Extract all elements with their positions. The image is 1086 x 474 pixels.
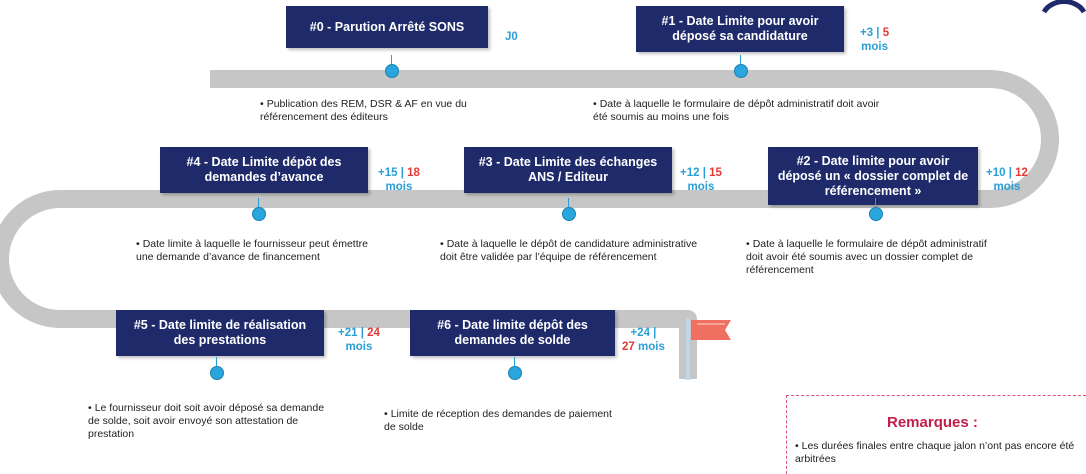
milestone-1-note: •Date à laquelle le formulaire de dépôt … [593, 98, 880, 123]
milestone-3-note: •Date à laquelle le dépôt de candidature… [440, 238, 698, 263]
milestone-1-box: #1 - Date Limite pour avoir déposé sa ca… [636, 6, 844, 52]
milestone-3-title: #3 - Date Limite des échanges ANS / Edit… [478, 155, 658, 184]
milestone-1-title: #1 - Date Limite pour avoir déposé sa ca… [661, 14, 819, 43]
remarks-text: • Les durées finales entre chaque jalon … [795, 440, 1075, 465]
milestone-4-duration: +15 | 18 mois [378, 167, 420, 193]
milestone-5-note: •Le fournisseur doit soit avoir déposé s… [88, 402, 325, 440]
milestone-3-box: #3 - Date Limite des échanges ANS / Edit… [464, 147, 672, 193]
milestone-0-marker [385, 55, 399, 78]
milestone-2-duration: +10 | 12 mois [986, 167, 1028, 193]
milestone-6-duration: +24 | 27 mois [622, 327, 665, 353]
milestone-5-duration: +21 | 24 mois [338, 327, 380, 353]
milestone-1-duration: +3 | 5 mois [860, 27, 890, 53]
milestone-3-duration: +12 | 15 mois [680, 167, 722, 193]
milestone-2-title: #2 - Date limite pour avoir déposé un « … [777, 153, 969, 198]
milestone-4-note: •Date limite à laquelle le fournisseur p… [136, 238, 368, 263]
milestone-6-note: •Limite de réception des demandes de pai… [384, 408, 612, 433]
milestone-0-note: •Publication des REM, DSR & AF en vue du… [260, 98, 467, 123]
milestone-5-title: #5 - Date limite de réalisation des pres… [133, 318, 307, 347]
milestone-2-marker [869, 198, 883, 221]
flag-icon [691, 320, 731, 340]
milestone-2-box: #2 - Date limite pour avoir déposé un « … [768, 147, 978, 205]
remarks-panel: Remarques : • Les durées finales entre c… [786, 395, 1086, 474]
milestone-1-marker [734, 55, 748, 78]
milestone-0-title: #0 - Parution Arrêté SONS [309, 19, 465, 34]
milestone-6-title: #6 - Date limite dépôt des demandes de s… [437, 318, 588, 347]
milestone-5-box: #5 - Date limite de réalisation des pres… [116, 310, 324, 356]
milestone-4-marker [252, 198, 266, 221]
milestone-4-title: #4 - Date Limite dépôt des demandes d’av… [186, 155, 342, 184]
milestone-5-marker [210, 357, 224, 380]
milestone-6-box: #6 - Date limite dépôt des demandes de s… [410, 310, 615, 356]
milestone-4-box: #4 - Date Limite dépôt des demandes d’av… [160, 147, 368, 193]
milestone-6-marker [508, 357, 522, 380]
milestone-0-duration: J0 [505, 30, 518, 44]
remarks-title: Remarques : [887, 414, 978, 431]
logo-arc-icon [1041, 0, 1086, 14]
milestone-3-marker [562, 198, 576, 221]
milestone-2-note: •Date à laquelle le formulaire de dépôt … [746, 238, 987, 276]
milestone-0-duration-value: J0 [505, 31, 518, 43]
milestone-0-box: #0 - Parution Arrêté SONS [286, 6, 488, 48]
